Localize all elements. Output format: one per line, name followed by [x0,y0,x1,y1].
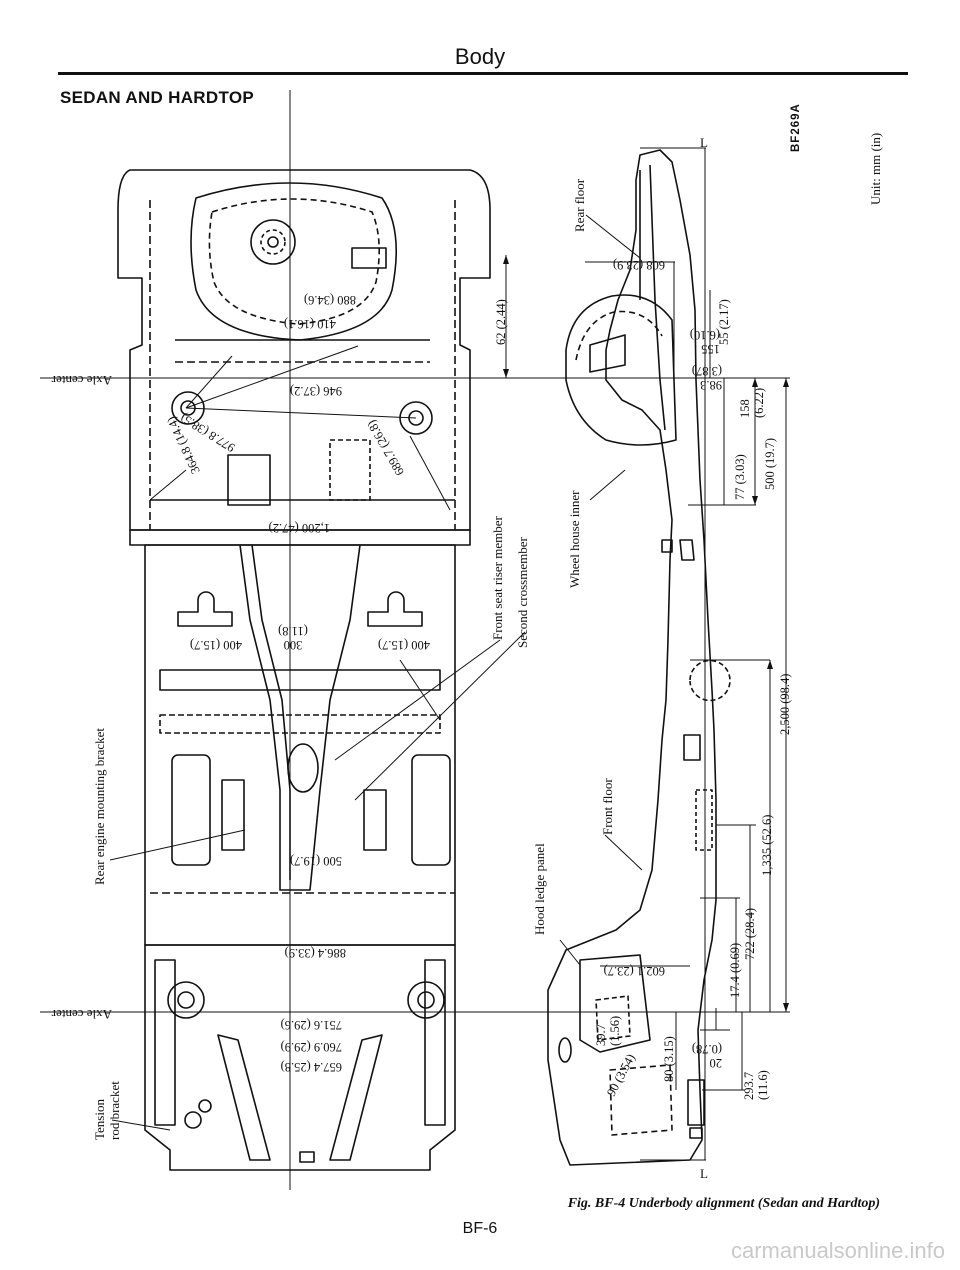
label-rear-floor: Rear floor [572,178,587,232]
dim-39-7: 39.7 (1.56) [594,1015,622,1046]
header-rule [58,72,908,75]
figure-code: BF269A [790,103,802,152]
label-second-crossmember: Second crossmember [515,537,530,648]
label-front-floor: Front floor [600,778,615,835]
dim-410: 410 (16.1) [283,317,336,331]
dim-400-left: 400 (15.7) [189,638,242,652]
dim-62: 62 (2.44) [494,299,508,345]
unit-note: Unit: mm (in) [868,132,883,205]
label-front-seat-riser-member: Front seat riser member [490,516,505,640]
dim-946: 946 (37.2) [289,384,342,398]
dim-500-side: 500 (19.7) [763,437,777,490]
dim-400-right: 400 (15.7) [377,638,430,652]
dim-155: 155 (6.10) [689,328,720,356]
dim-1335: 1,335 (52.6) [760,814,774,876]
dim-20: 20 (0.78) [691,1042,722,1070]
label-axle-center-front: Axle center [51,1007,112,1022]
watermark: carmanualsonline.info [730,1238,945,1263]
dim-158: 158 (6.22) [738,387,766,418]
dim-55: 55 (2.17) [717,299,731,345]
label-wheel-house-inner: Wheel house inner [567,490,582,588]
dim-500-plan: 500 (19.7) [289,854,342,868]
dim-293-7: 293.7 (11.6) [742,1070,770,1100]
side-dimension-lines [478,147,790,1161]
dim-602-1: 602.1 (23.7) [603,964,665,978]
dim-751-6: 751.6 (29.6) [280,1018,342,1032]
figure-caption: Fig. BF-4 Underbody alignment (Sedan and… [567,1196,880,1211]
side-profile [547,149,731,1166]
dim-880: 880 (34.6) [303,293,356,307]
label-axle-center-rear: Axle center [51,373,112,388]
plan-front-section [40,944,520,1171]
dim-722: 722 (28.4) [743,907,757,960]
dim-80: 80 (3.15) [662,1036,676,1082]
label-l-bottom: L [700,1166,708,1181]
dim-657-4: 657.4 (25.8) [280,1060,342,1074]
plan-rear-section [40,90,520,1190]
dim-760-9: 760.9 (29.9) [280,1040,342,1054]
label-rear-engine-mounting-bracket: Rear engine mounting bracket [92,727,107,885]
dim-300: 300 (11.8) [278,624,308,652]
label-l-top: L [700,135,708,150]
page-number: BF-6 [462,1220,498,1237]
dim-608: 608 (23.9) [612,258,665,272]
section-title: SEDAN AND HARDTOP [60,88,255,107]
dim-77: 77 (3.03) [733,454,747,500]
dim-17-4: 17.4 (0.69) [728,942,742,998]
plan-middle-section [109,544,526,946]
label-tension-rod-bracket: Tension rod bracket [92,1081,122,1140]
label-hood-ledge-panel: Hood ledge panel [532,843,547,935]
page-header: Body [454,44,506,69]
dim-98-3: 98.3 (3.87) [691,364,722,392]
dim-886-4: 886.4 (33.9) [284,946,346,960]
dim-1200: 1,200 (47.2) [268,521,330,535]
dim-2500: 2,500 (98.4) [778,673,792,735]
